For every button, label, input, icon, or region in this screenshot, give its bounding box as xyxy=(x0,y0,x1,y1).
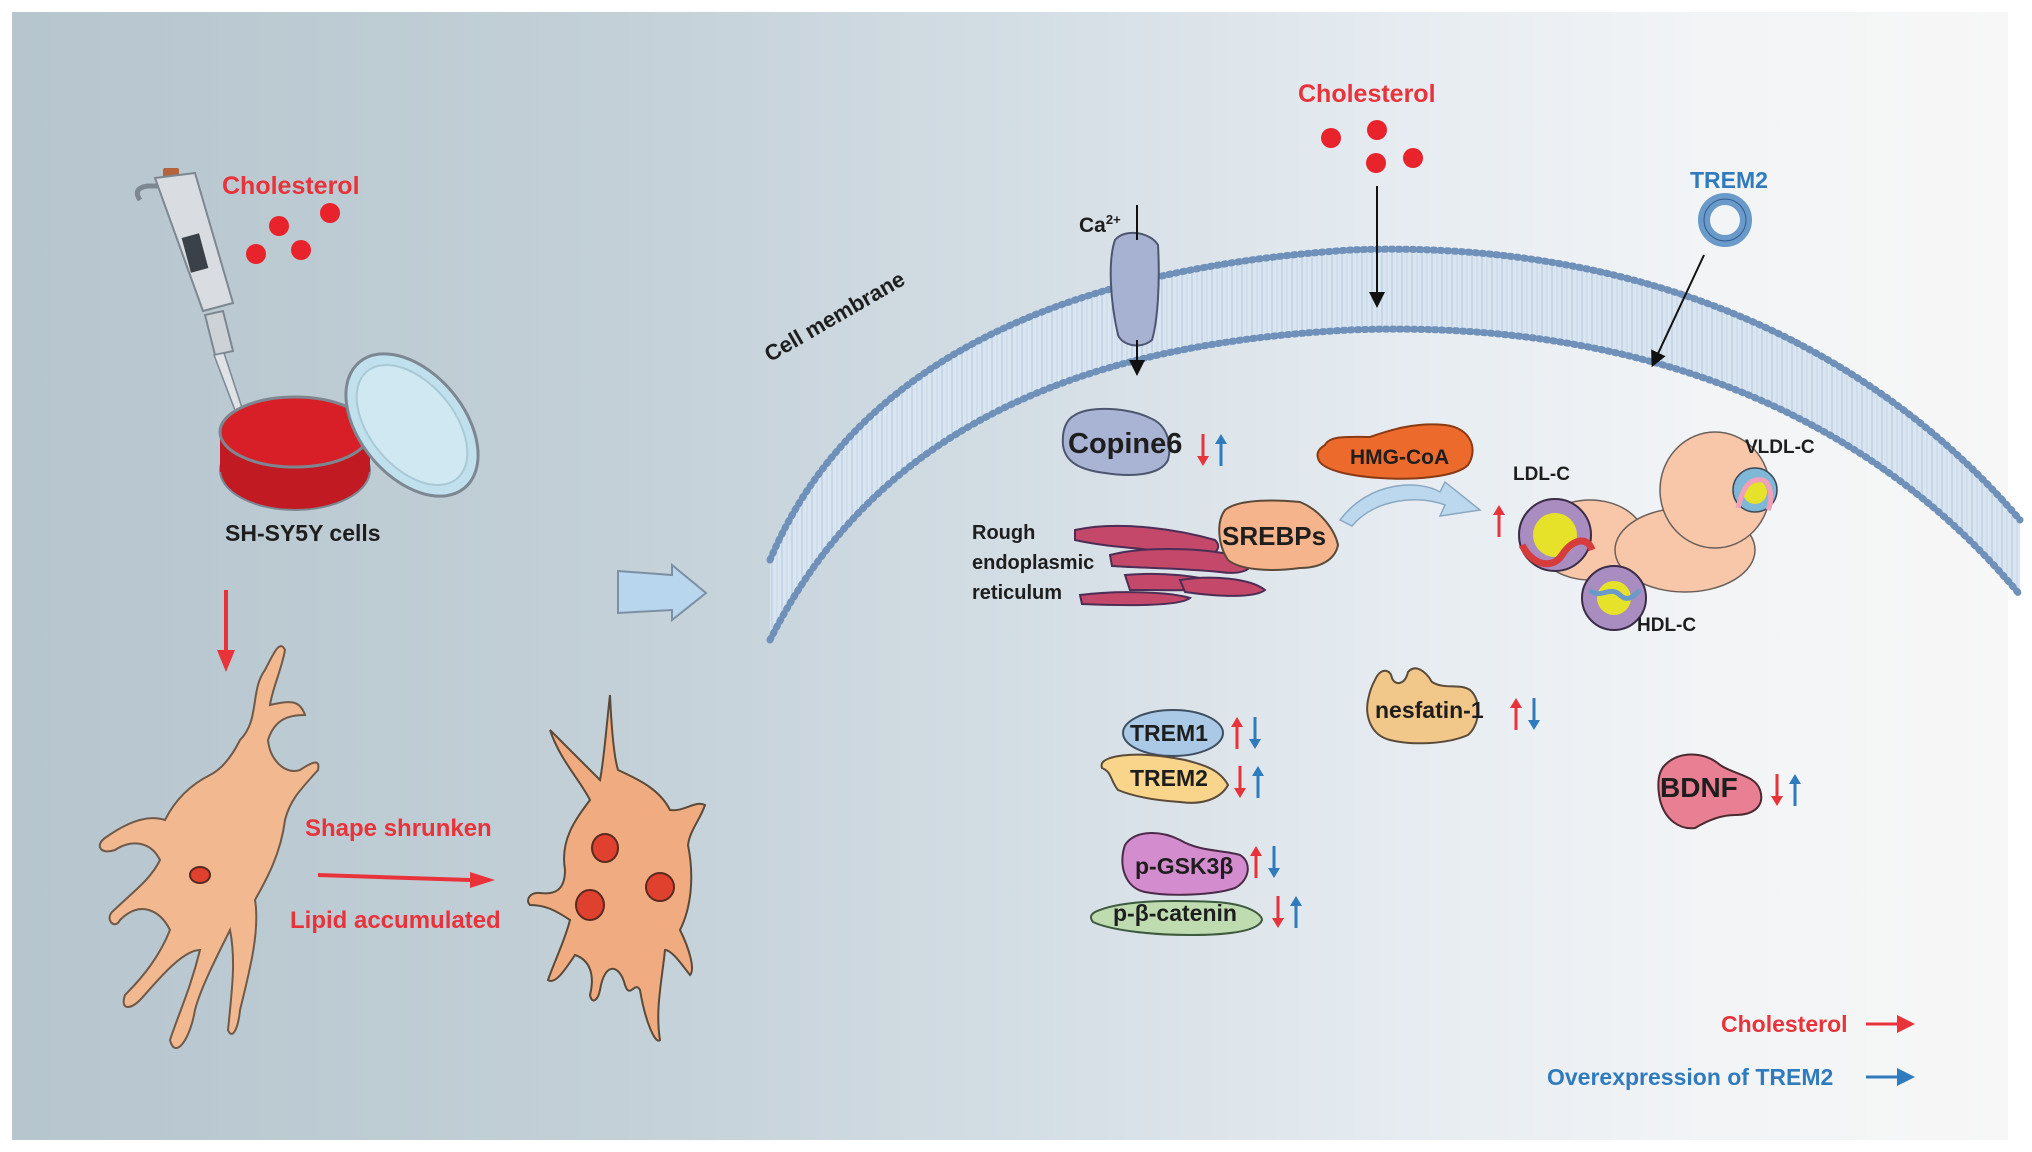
trem2-shape xyxy=(1100,753,1230,804)
pbcatenin-cholesterol-down-arrow xyxy=(1272,896,1284,928)
calcium-charge: 2+ xyxy=(1105,212,1121,227)
trem2-external-label: TREM2 xyxy=(1690,167,1768,193)
cell-membrane xyxy=(766,245,2024,644)
trem1-trem2-down-arrow xyxy=(1249,717,1261,749)
trem2-cholesterol-down-arrow xyxy=(1234,766,1246,798)
srebps-label: SREBPs xyxy=(1222,521,1327,551)
calcium-ion: Ca xyxy=(1079,214,1106,237)
srebp-to-lipid-arrow xyxy=(1338,480,1482,527)
calcium-channel-icon xyxy=(1109,205,1160,376)
transition-arrow xyxy=(617,562,708,623)
pgsk3b-label: p-GSK3β xyxy=(1135,853,1234,879)
shape-shrunken-label: Shape shrunken xyxy=(305,815,492,842)
er-label-line-2: endoplasmic xyxy=(972,552,1095,574)
trem2-trem2-up-arrow xyxy=(1252,766,1264,798)
bdnf-cholesterol-down-arrow xyxy=(1771,774,1783,806)
copine6-label: Copine6 xyxy=(1068,428,1183,460)
ldl-label: LDL-C xyxy=(1513,464,1570,485)
trem1-cholesterol-up-arrow xyxy=(1231,717,1243,749)
pgsk3b-shape xyxy=(1121,832,1249,896)
calcium-label: Ca2+ xyxy=(1079,212,1121,238)
cholesterol-label-left: Cholesterol xyxy=(222,172,360,200)
nesfatin-trem2-down-arrow xyxy=(1528,698,1540,730)
bdnf-shape xyxy=(1657,753,1763,830)
legend-trem2-label: Overexpression of TREM2 xyxy=(1547,1064,1834,1090)
hmgcoa-label: HMG-CoA xyxy=(1350,446,1450,469)
cholesterol-label-membrane: Cholesterol xyxy=(1298,80,1436,108)
vldl-label: VLDL-C xyxy=(1745,437,1815,458)
pbcatenin-trem2-up-arrow xyxy=(1290,896,1302,928)
pgsk3b-cholesterol-up-arrow xyxy=(1250,846,1262,878)
copine6-shape xyxy=(1061,407,1171,476)
nesfatin-shape xyxy=(1366,667,1479,745)
rough-er-label: Rough endoplasmic reticulum xyxy=(972,518,1094,608)
cholesterol-droplets-left xyxy=(246,203,340,264)
trem1-shape xyxy=(1122,709,1224,757)
pbcatenin-label: p-β-catenin xyxy=(1113,900,1237,926)
trem1-label: TREM1 xyxy=(1130,720,1208,746)
copine6-cholesterol-down-arrow xyxy=(1197,434,1209,466)
neuron-normal-icon xyxy=(98,645,320,1049)
trem2-ring-outline xyxy=(1703,198,1747,242)
bdnf-trem2-up-arrow xyxy=(1789,774,1801,806)
petri-dish-icon xyxy=(218,352,480,511)
srebps-shape xyxy=(1218,499,1340,571)
shrink-arrow xyxy=(318,872,495,888)
cells-label: SH-SY5Y cells xyxy=(225,520,381,546)
legend-cholesterol-label: Cholesterol xyxy=(1721,1011,1848,1037)
neuron-shrunken-icon xyxy=(527,694,707,1042)
lipoprotein-cholesterol-up-arrow xyxy=(1493,505,1505,537)
pbcatenin-shape xyxy=(1089,900,1264,937)
copine6-trem2-up-arrow xyxy=(1215,434,1227,466)
trem2-label: TREM2 xyxy=(1130,765,1208,791)
rough-er-icon xyxy=(1074,524,1267,607)
trem2-entry-arrow xyxy=(1651,254,1705,368)
er-label-line-3: reticulum xyxy=(972,582,1063,604)
red-down-arrow xyxy=(217,590,235,672)
hdl-label: HDL-C xyxy=(1637,615,1697,636)
lipoprotein-cluster-icon xyxy=(1518,431,1778,631)
hmgcoa-shape xyxy=(1316,423,1474,480)
pgsk3b-trem2-down-arrow xyxy=(1268,846,1280,878)
nesfatin-label: nesfatin-1 xyxy=(1375,697,1484,723)
nesfatin-cholesterol-up-arrow xyxy=(1510,698,1522,730)
lipid-accumulated-label: Lipid accumulated xyxy=(290,907,501,934)
cholesterol-droplets-membrane xyxy=(1321,120,1423,173)
regulation-arrows xyxy=(1197,434,1801,928)
er-label-line-1: Rough xyxy=(972,522,1036,544)
bdnf-label: BDNF xyxy=(1660,772,1738,803)
